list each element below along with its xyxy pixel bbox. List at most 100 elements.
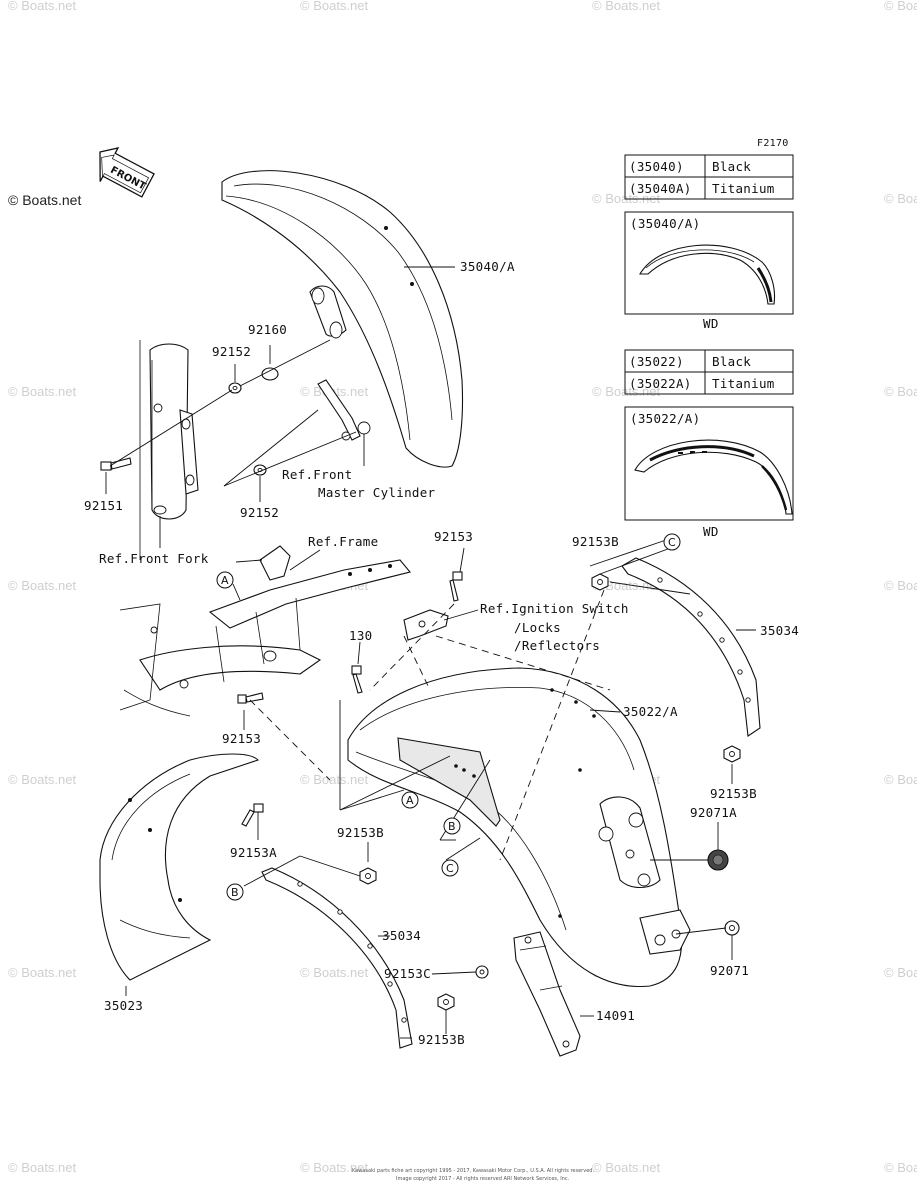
watermark: © Boats.net <box>300 772 369 787</box>
diagram-text: A <box>221 574 229 587</box>
bolt-130 <box>351 665 363 694</box>
table-code: (35022) <box>629 354 684 369</box>
label-92071a: 92071A <box>690 805 737 820</box>
label-92153: 92153 <box>222 731 261 746</box>
label-35034: 35034 <box>760 623 799 638</box>
label-35022a: 35022/A <box>623 704 678 719</box>
diagram-text: B <box>448 820 456 833</box>
watermark: © Boats.net <box>884 191 917 206</box>
grommet-92071a <box>707 849 729 871</box>
inset-front-fender-wd: (35040/A) WD <box>624 211 794 331</box>
brake-hose-bracket <box>317 379 371 441</box>
strut-35034-lower <box>261 867 413 1049</box>
nut-92153b-top <box>591 573 609 591</box>
watermark: © Boats.net <box>592 384 661 399</box>
watermark: © Boats.net <box>8 772 77 787</box>
grommet-92071 <box>724 920 740 936</box>
label-92153b: 92153B <box>418 1032 465 1047</box>
label-35040a: 35040/A <box>460 259 515 274</box>
color-table-front-fender: (35040) Black (35040A) Titanium <box>624 154 794 200</box>
copyright-line: Kawasaki parts fiche art copyright 1995 … <box>352 1168 594 1174</box>
part-labels: 35040/A 92160 92152 92152 92151 Ref.Fron… <box>84 259 799 1047</box>
label-92152: 92152 <box>240 505 279 520</box>
inner-fender-35023 <box>99 753 260 981</box>
label-92153b: 92153B <box>710 786 757 801</box>
watermark: © Boats.net <box>8 965 77 980</box>
label-92153b: 92153B <box>337 825 384 840</box>
bracket-14091 <box>513 931 581 1057</box>
label-ref-front-fork: Ref.Front Fork <box>99 551 209 566</box>
ref-marker-c: C <box>663 533 681 551</box>
inset-rear-fender-wd: (35022/A) WD <box>624 406 794 539</box>
label-ref-frame: Ref.Frame <box>308 534 378 549</box>
label-92071: 92071 <box>710 963 749 978</box>
table-code: (35022A) <box>629 376 692 391</box>
label-ref-front-master: Master Cylinder <box>318 485 436 500</box>
ref-marker-c: C <box>441 859 459 877</box>
table-code: (35040A) <box>629 181 692 196</box>
nut-92153b-right <box>723 745 741 763</box>
watermark: © Boats.net <box>300 965 369 980</box>
inset-label: (35040/A) <box>630 216 700 231</box>
watermark: © Boats.net <box>884 965 917 980</box>
leader-lines-lower <box>125 539 756 1039</box>
ref-marker-a: A <box>216 571 241 601</box>
watermark-main: © Boats.net <box>8 192 81 208</box>
label-92153b: 92153B <box>572 534 619 549</box>
inset-caption: WD <box>703 316 719 331</box>
watermark: © Boats.net <box>884 578 917 593</box>
figure-code: F2170 <box>757 138 789 149</box>
label-35023: 35023 <box>104 998 143 1013</box>
label-ref-ignition: /Locks <box>514 620 561 635</box>
ref-marker-a: A <box>401 791 419 809</box>
watermark: © Boats.net <box>8 578 77 593</box>
table-code: (35040) <box>629 159 684 174</box>
watermark: © Boats.net <box>884 772 917 787</box>
watermark: © Boats.net <box>592 578 661 593</box>
diagram-text: B <box>231 886 239 899</box>
inset-caption: WD <box>703 524 719 539</box>
ignition-bracket <box>403 609 449 641</box>
collar-92160 <box>261 367 279 381</box>
watermark: © Boats.net <box>884 0 917 13</box>
watermark: © Boats.net <box>8 384 77 399</box>
diagram-text: C <box>668 536 676 549</box>
label-92153: 92153 <box>434 529 473 544</box>
color-table-rear-fender: (35022) Black (35022A) Titanium <box>624 349 794 395</box>
table-color: Titanium <box>712 376 775 391</box>
bolt-92153-top <box>449 571 463 602</box>
label-92151: 92151 <box>84 498 123 513</box>
watermark: © Boats.net <box>592 0 661 13</box>
front-arrow-icon: FRONT <box>99 147 155 198</box>
watermark: © Boats.net <box>884 384 917 399</box>
label-92153a: 92153A <box>230 845 277 860</box>
watermark: © Boats.net <box>300 0 369 13</box>
rear-fender-35022 <box>347 667 691 988</box>
watermark: © Boats.net <box>8 0 77 13</box>
label-ref-front-master: Ref.Front <box>282 467 352 482</box>
front-fender-35040 <box>221 170 464 468</box>
frame <box>119 545 411 717</box>
label-ref-ignition: /Reflectors <box>514 638 600 653</box>
copyright-line: Image copyright 2017 - All rights reserv… <box>396 1176 570 1182</box>
diagram-text: C <box>446 862 454 875</box>
table-color: Titanium <box>712 181 775 196</box>
strut-35034-right <box>621 557 761 737</box>
label-35034: 35034 <box>382 928 421 943</box>
watermark: © Boats.net <box>884 1160 917 1175</box>
label-14091: 14091 <box>596 1008 635 1023</box>
inset-label: (35022/A) <box>630 411 700 426</box>
nut-92153b-bottom <box>437 993 455 1011</box>
diagram-text: A <box>406 794 414 807</box>
label-130: 130 <box>349 628 372 643</box>
bolt-92151 <box>100 457 132 471</box>
table-color: Black <box>712 159 751 174</box>
front-fork <box>139 340 199 560</box>
ref-marker-b: B <box>443 817 461 835</box>
watermark: © Boats.net <box>592 1160 661 1175</box>
watermark: © Boats.net <box>8 1160 77 1175</box>
ref-marker-b: B <box>226 883 244 901</box>
nut-92153a <box>241 803 264 827</box>
label-ref-ignition: Ref.Ignition Switch <box>480 601 629 616</box>
